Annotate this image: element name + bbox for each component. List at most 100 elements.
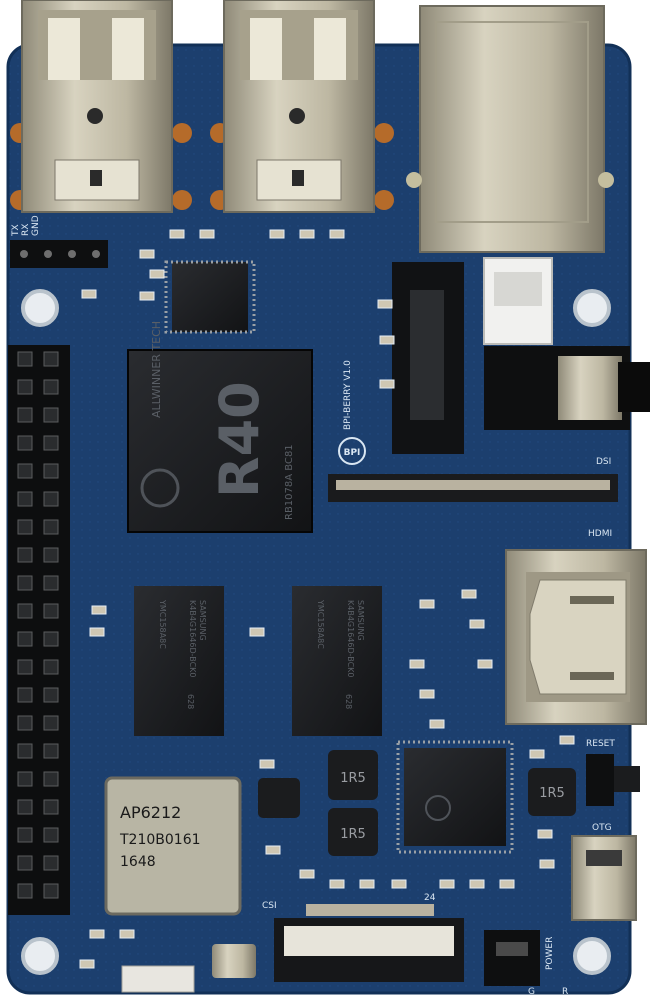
- gpio-pin: [43, 491, 59, 507]
- gpio-pin: [17, 491, 33, 507]
- gpio-pin: [17, 407, 33, 423]
- smd-component: [469, 879, 485, 889]
- smd-component: [329, 229, 345, 239]
- gpio-pin: [17, 435, 33, 451]
- gpio-pin: [43, 631, 59, 647]
- gpio-pin: [43, 687, 59, 703]
- uart-header: [10, 240, 108, 268]
- hdmi-port: [505, 549, 647, 725]
- reset-button: [586, 754, 640, 806]
- gpio-pin: [17, 519, 33, 535]
- ram-chip-2: SAMSUNG K4B4G1646D-BCK0 YMC158A8C 628: [292, 586, 382, 736]
- usb-hub-chip: [164, 260, 256, 334]
- smd-component: [81, 289, 97, 299]
- gpio-pin: [43, 883, 59, 899]
- gpio-pin: [17, 659, 33, 675]
- smd-component: [477, 659, 493, 669]
- gpio-pin: [43, 351, 59, 367]
- smd-component: [379, 335, 395, 345]
- gpio-pin: [43, 547, 59, 563]
- ram1-line4: 628: [186, 694, 195, 709]
- gpio-pin: [17, 547, 33, 563]
- csi-connector: [274, 904, 464, 982]
- smd-component: [139, 291, 155, 301]
- gpio-pin: [43, 463, 59, 479]
- bpi-logo: BPI: [338, 437, 366, 465]
- gpio-pin: [17, 743, 33, 759]
- smd-component: [269, 229, 285, 239]
- gpio-pin: [43, 855, 59, 871]
- inductor-1: 1R5: [328, 750, 378, 800]
- smd-component: [469, 619, 485, 629]
- ram1-line3: YMC158A8C: [158, 599, 167, 649]
- smd-component: [299, 229, 315, 239]
- gpio-pin: [17, 855, 33, 871]
- gpio-pin: [17, 771, 33, 787]
- smd-component: [499, 879, 515, 889]
- smd-component: [419, 599, 435, 609]
- smd-component: [259, 759, 275, 769]
- inductor-4: 1R5: [528, 768, 576, 816]
- inductor-2: 1R5: [328, 808, 378, 856]
- smd-component: [89, 627, 105, 637]
- ceramic-antenna: [121, 965, 195, 993]
- smd-component: [377, 299, 393, 309]
- smd-component: [329, 879, 345, 889]
- gpio-pin: [43, 519, 59, 535]
- gpio-pin: [17, 687, 33, 703]
- smd-component: [409, 659, 425, 669]
- gpio-pin: [43, 743, 59, 759]
- sata-connector: [392, 262, 464, 454]
- uart-gnd-label: GND: [31, 215, 41, 236]
- gpio-pin: [43, 771, 59, 787]
- ethernet-port: [406, 5, 614, 253]
- smd-component: [529, 749, 545, 759]
- uart-tx-label: TX: [11, 224, 21, 237]
- gpio-pin: [17, 715, 33, 731]
- smd-component: [359, 879, 375, 889]
- soc-code: RB1078A BC81: [284, 444, 295, 520]
- led-r-label: R: [562, 987, 568, 997]
- smd-component: [249, 627, 265, 637]
- smd-component: [299, 869, 315, 879]
- power-switch: [484, 930, 540, 986]
- smd-component: [199, 229, 215, 239]
- wifi-line2: T210B0161: [119, 832, 201, 848]
- otg-micro-usb-port: [571, 835, 637, 921]
- smd-component: [139, 249, 155, 259]
- wifi-line1: AP6212: [120, 803, 181, 822]
- gpio-pin: [43, 827, 59, 843]
- smd-component: [79, 959, 95, 969]
- gpio-pin: [43, 435, 59, 451]
- gpio-pin: [17, 603, 33, 619]
- smd-component: [537, 829, 553, 839]
- hdmi-label: HDMI: [588, 529, 612, 539]
- usb-port-right: [210, 0, 394, 213]
- smd-component: [461, 589, 477, 599]
- soc-model: R40: [208, 381, 271, 498]
- smd-component: [379, 379, 395, 389]
- ram1-line2: K4B4G1646D-BCK0: [188, 600, 197, 678]
- gpio-pin: [17, 379, 33, 395]
- gpio-pin: [17, 463, 33, 479]
- gpio-pin: [43, 603, 59, 619]
- reset-label: RESET: [586, 739, 615, 749]
- ram2-line2: K4B4G1646D-BCK0: [346, 600, 355, 678]
- dsi-label: DSI: [596, 457, 611, 467]
- bpi-logo-text: BPI: [344, 448, 361, 458]
- wifi-module: AP6212 T210B0161 1648: [104, 776, 242, 916]
- ram2-line4: 628: [344, 694, 353, 709]
- inductor-1-label: 1R5: [340, 771, 366, 786]
- uart-rx-label: RX: [21, 224, 31, 236]
- ram2-line3: YMC158A8C: [316, 599, 325, 649]
- power-label: POWER: [545, 937, 555, 970]
- ram1-line1: SAMSUNG: [198, 600, 207, 641]
- audio-jack: [484, 346, 650, 430]
- soc-brand: ALLWINNER TECH: [150, 321, 163, 418]
- smd-component: [439, 879, 455, 889]
- gpio-pin: [17, 631, 33, 647]
- csi-pin-24-label: 24: [424, 893, 436, 903]
- gpio-pin: [43, 799, 59, 815]
- otg-label: OTG: [592, 823, 612, 833]
